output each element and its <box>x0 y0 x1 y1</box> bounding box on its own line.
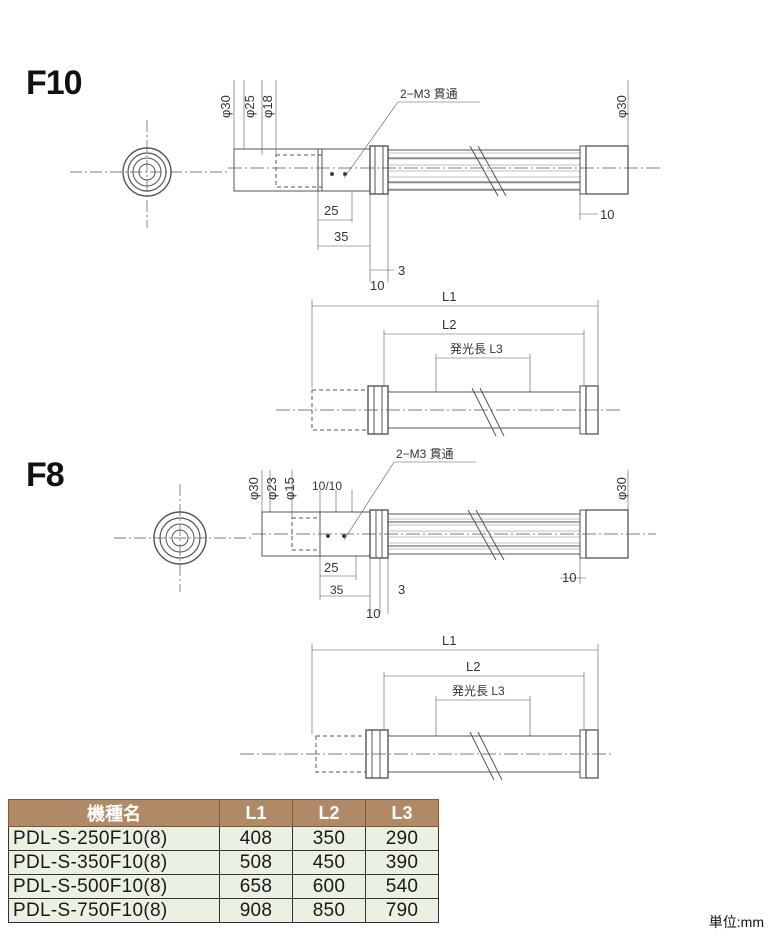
f8-dim-10-10: 10/10 <box>312 479 342 493</box>
f10-dim-10-bottom: 10 <box>370 278 384 293</box>
header-model: 機種名 <box>8 799 220 827</box>
f10-dim-phi30-right: φ30 <box>614 95 629 118</box>
f8-dim-25: 25 <box>324 560 338 575</box>
cell-l3: 790 <box>365 898 439 923</box>
f10-dim-3: 3 <box>398 263 405 278</box>
f8-upper-labels: φ30 φ23 φ15 φ30 10/10 2−M3 貫通 25 35 3 10… <box>246 447 629 621</box>
f8-dim-phi15: φ15 <box>282 477 297 500</box>
header-l1: L1 <box>219 799 293 827</box>
unit-note: 単位:mm <box>708 914 764 930</box>
cell-l1: 508 <box>219 850 293 875</box>
section-title-f8: F8 <box>26 456 65 494</box>
f8-dim-35: 35 <box>330 583 344 597</box>
f10-lower-view <box>276 300 620 437</box>
f10-upper-view <box>70 80 660 282</box>
cell-l2: 600 <box>292 874 366 899</box>
f10-dim-25: 25 <box>324 203 338 218</box>
header-l3: L3 <box>365 799 439 827</box>
f10-end-view <box>70 120 228 228</box>
f10-dim-l1: L1 <box>442 289 456 304</box>
cell-model: PDL-S-500F10(8) <box>8 874 220 899</box>
cell-model: PDL-S-350F10(8) <box>8 850 220 875</box>
cell-l1: 908 <box>219 898 293 923</box>
cell-l2: 450 <box>292 850 366 875</box>
f8-dim-phi30-left: φ30 <box>246 477 261 500</box>
cell-l3: 540 <box>365 874 439 899</box>
f8-lower-view <box>240 644 612 781</box>
table-row: PDL-S-500F10(8) 658 600 540 <box>8 874 439 899</box>
f8-dim-phi30-right: φ30 <box>614 477 629 500</box>
f10-dim-phi25: φ25 <box>242 95 257 118</box>
cell-l1: 658 <box>219 874 293 899</box>
cell-l3: 390 <box>365 850 439 875</box>
f10-upper-labels: φ30 φ25 φ18 φ30 2−M3 貫通 25 35 3 10 10 <box>218 87 629 293</box>
section-title-f10: F10 <box>26 64 83 102</box>
f8-dim-10-right: 10 <box>562 570 576 585</box>
f10-dim-phi18: φ18 <box>260 95 275 118</box>
cell-l1: 408 <box>219 826 293 851</box>
f8-dim-l3: 発光長 L3 <box>452 684 505 698</box>
f10-dim-10-right: 10 <box>600 207 614 222</box>
f10-dim-l3: 発光長 L3 <box>450 342 503 356</box>
cell-l2: 350 <box>292 826 366 851</box>
table-row: PDL-S-350F10(8) 508 450 390 <box>8 850 439 875</box>
f8-dim-l2: L2 <box>466 659 480 674</box>
spec-table: 機種名 L1 L2 L3 PDL-S-250F10(8) 408 350 290… <box>8 799 439 923</box>
header-l2: L2 <box>292 799 366 827</box>
table-row: PDL-S-750F10(8) 908 850 790 <box>8 898 439 923</box>
spec-table-header-row: 機種名 L1 L2 L3 <box>8 799 439 827</box>
f8-dim-l1: L1 <box>442 633 456 648</box>
f10-lower-labels: L1 L2 発光長 L3 <box>442 289 503 356</box>
f10-dim-phi30-left: φ30 <box>218 95 233 118</box>
f8-lower-labels: L1 L2 発光長 L3 <box>442 633 505 698</box>
f8-dim-10-bottom: 10 <box>366 606 380 621</box>
f8-end-view <box>114 484 252 592</box>
f8-hole-note: 2−M3 貫通 <box>396 447 454 461</box>
f10-dim-35: 35 <box>334 229 348 244</box>
f8-upper-view <box>114 461 656 614</box>
table-row: PDL-S-250F10(8) 408 350 290 <box>8 826 439 851</box>
cell-l2: 850 <box>292 898 366 923</box>
f10-hole-note: 2−M3 貫通 <box>400 87 458 101</box>
cell-l3: 290 <box>365 826 439 851</box>
cell-model: PDL-S-750F10(8) <box>8 898 220 923</box>
cell-model: PDL-S-250F10(8) <box>8 826 220 851</box>
f8-dim-phi23: φ23 <box>264 477 279 500</box>
f8-dim-3: 3 <box>398 582 405 597</box>
f10-dim-l2: L2 <box>442 317 456 332</box>
